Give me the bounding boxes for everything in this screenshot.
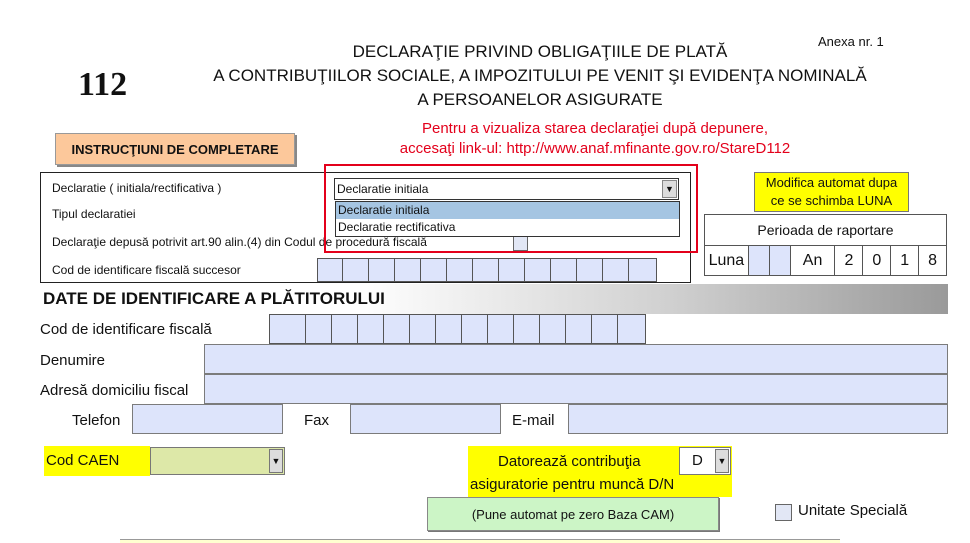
reporting-period-row: Luna An 2 0 1 8: [704, 246, 947, 276]
successor-cif-cells[interactable]: [317, 258, 657, 282]
declaration-type-dropdown[interactable]: Declaratie initiala ▼: [334, 178, 679, 200]
luna-digit-2[interactable]: [769, 246, 791, 275]
cif-cells[interactable]: [269, 314, 646, 344]
art90-label: Declaraţie depusă potrivit art.90 alin.(…: [52, 235, 427, 249]
contribution-dn-value: D: [692, 452, 703, 469]
luna-label: Luna: [705, 246, 749, 275]
contribution-line2: asiguratorie pentru muncă D/N: [470, 476, 675, 493]
modify-button-line2: ce se schimba LUNA: [770, 193, 893, 208]
option-declaratie-rectificativa[interactable]: Declaratie rectificativa: [338, 220, 456, 234]
section-title: DATE DE IDENTIFICARE A PLĂTITORULUI: [40, 284, 948, 314]
highlight-frame: [324, 164, 698, 253]
telefon-input[interactable]: [132, 404, 283, 434]
unitate-speciala-label: Unitate Specială: [798, 502, 908, 519]
year-digit-1[interactable]: 2: [835, 246, 864, 275]
declaration-box: [40, 172, 691, 283]
adresa-input[interactable]: [204, 374, 948, 404]
declaration-kind-label: Tipul declaratiei: [52, 207, 136, 221]
year-digit-2[interactable]: 0: [863, 246, 892, 275]
caen-label: Cod CAEN: [44, 446, 150, 476]
status-notice-link[interactable]: accesaţi link-ul: http://www.anaf.mfinan…: [399, 140, 791, 157]
declaration-type-options[interactable]: Declaratie initiala Declaratie rectifica…: [335, 201, 680, 237]
denumire-input[interactable]: [204, 344, 948, 374]
declaration-type-selected: Declaratie initiala: [337, 182, 429, 196]
status-notice-line1: Pentru a vizualiza starea declaraţiei du…: [421, 120, 769, 137]
year-digit-3[interactable]: 1: [891, 246, 920, 275]
bottom-panel-edge: [120, 539, 840, 543]
unitate-speciala-checkbox[interactable]: [775, 504, 792, 521]
modify-button-line1: Modifica automat dupa: [765, 175, 898, 190]
year-digit-4[interactable]: 8: [928, 251, 938, 269]
contribution-dn-dropdown[interactable]: D ▼: [679, 447, 731, 475]
form-title-line1: DECLARAŢIE PRIVIND OBLIGAŢIILE DE PLATĂ: [352, 42, 728, 61]
chevron-down-icon[interactable]: ▼: [715, 449, 729, 473]
email-input[interactable]: [568, 404, 948, 434]
pune-zero-cam-button[interactable]: (Pune automat pe zero Baza CAM): [427, 497, 719, 531]
reporting-period-title: Perioada de raportare: [704, 214, 947, 246]
luna-digit-1[interactable]: [748, 246, 770, 275]
contribution-line1: Datorează contribuţia: [498, 453, 641, 470]
fax-input[interactable]: [350, 404, 501, 434]
an-label: An: [791, 246, 836, 275]
successor-cif-label: Cod de identificare fiscală succesor: [52, 263, 241, 277]
modify-auto-button[interactable]: Modifica automat dupa ce se schimba LUNA: [754, 172, 909, 212]
adresa-label: Adresă domiciliu fiscal: [40, 382, 189, 399]
annex-label: Anexa nr. 1: [818, 34, 884, 49]
option-declaratie-initiala[interactable]: Declaratie initiala: [336, 202, 679, 219]
denumire-label: Denumire: [40, 352, 106, 369]
cif-label: Cod de identificare fiscală: [40, 321, 212, 338]
telefon-label: Telefon: [72, 412, 121, 429]
form-title-line3: A PERSOANELOR ASIGURATE: [417, 90, 663, 109]
email-label: E-mail: [512, 412, 555, 429]
form-title-line2: A CONTRIBUŢIILOR SOCIALE, A IMPOZITULUI …: [213, 66, 867, 85]
instructions-button[interactable]: INSTRUCŢIUNI DE COMPLETARE: [55, 133, 295, 165]
chevron-down-icon[interactable]: ▼: [662, 180, 677, 198]
chevron-down-icon[interactable]: ▼: [269, 449, 283, 473]
caen-dropdown[interactable]: ▼: [150, 447, 285, 475]
declaration-type-label: Declaratie ( initiala/rectificativa ): [52, 181, 222, 195]
form-number: 112: [78, 66, 128, 103]
fax-label: Fax: [304, 412, 330, 429]
